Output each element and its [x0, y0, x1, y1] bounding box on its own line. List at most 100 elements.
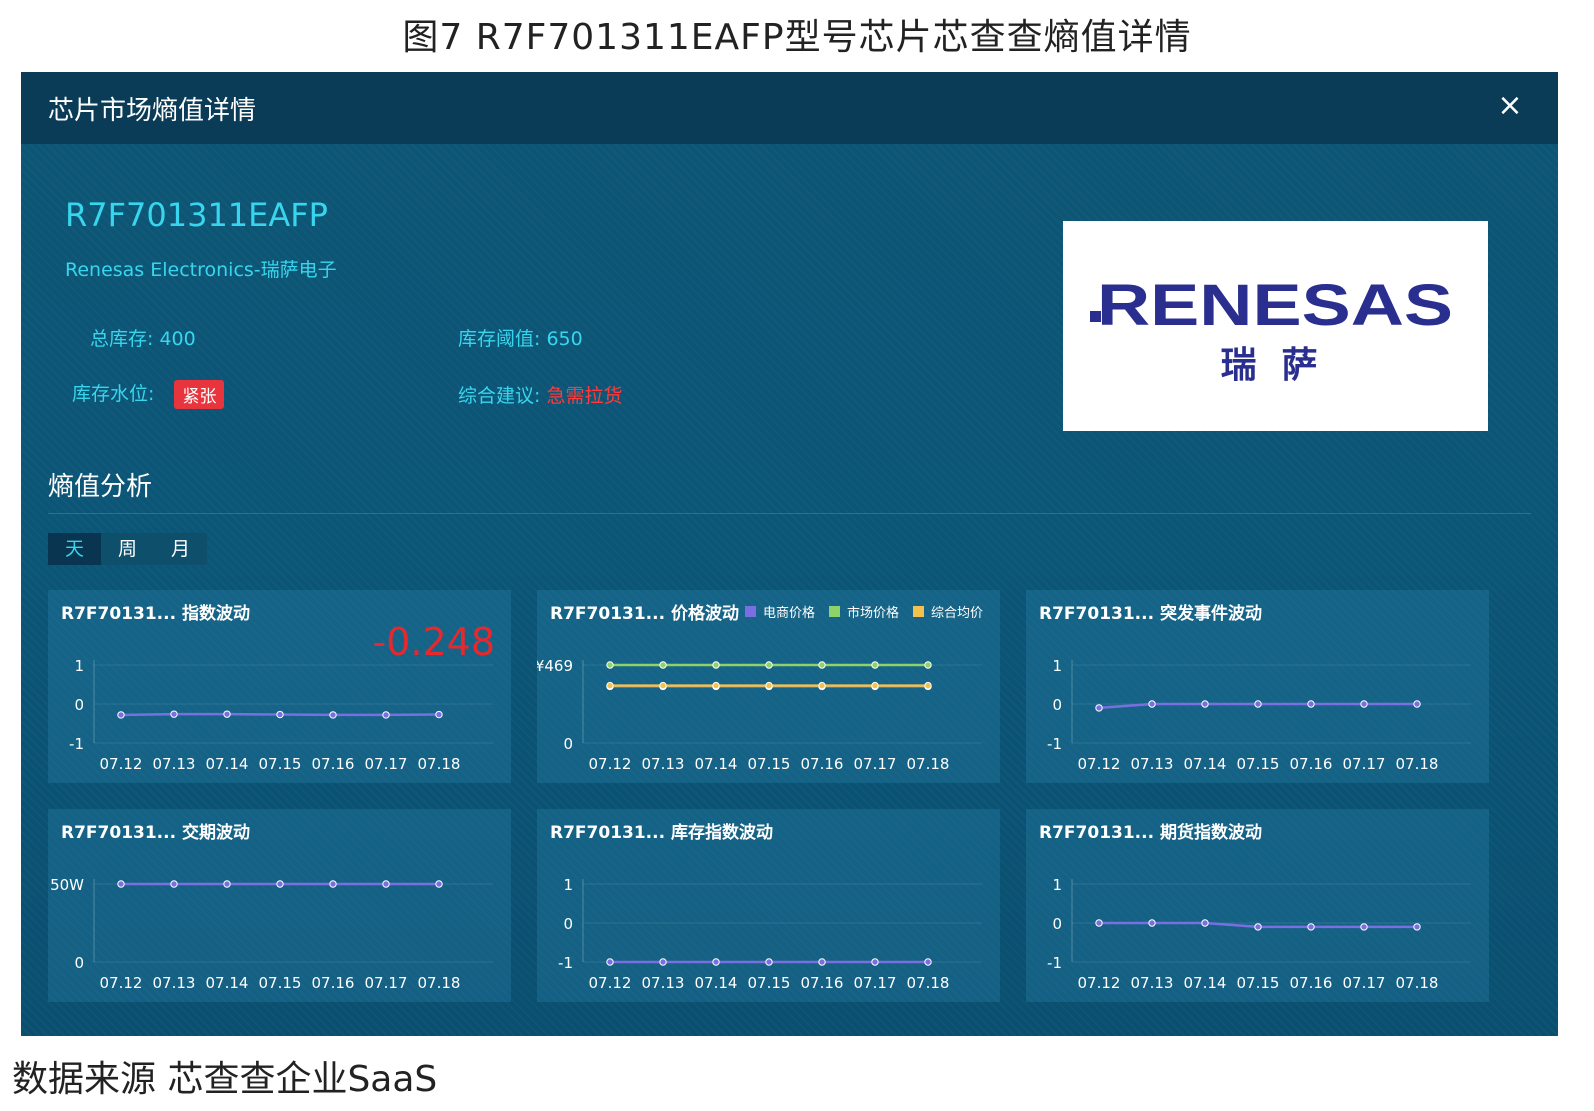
x-tick-label: 07.13	[153, 755, 196, 773]
period-tabs: 天 周 月	[48, 533, 207, 565]
y-tick-label: 0	[563, 735, 573, 753]
section-divider	[48, 513, 1531, 514]
chart-title: R7F70131... 突发事件波动	[1039, 604, 1262, 624]
x-tick-label: 07.18	[418, 974, 461, 992]
x-tick-label: 07.14	[206, 974, 249, 992]
data-point	[606, 661, 614, 669]
y-tick-label: 0	[563, 915, 573, 933]
x-tick-label: 07.18	[907, 974, 950, 992]
y-tick-label: 0	[74, 696, 84, 714]
x-tick-label: 07.18	[418, 755, 461, 773]
manufacturer-logo: RENESAS 瑞 萨	[1063, 221, 1488, 431]
y-tick-label: -1	[1047, 735, 1062, 753]
y-tick-label: 1	[1052, 657, 1062, 675]
part-number: R7F701311EAFP	[65, 196, 328, 234]
data-point	[1201, 919, 1209, 927]
data-point	[871, 661, 879, 669]
x-tick-label: 07.17	[854, 974, 897, 992]
x-tick-label: 07.14	[695, 974, 738, 992]
data-point	[170, 880, 178, 888]
x-tick-label: 07.12	[100, 755, 143, 773]
x-tick-label: 07.17	[854, 755, 897, 773]
data-point	[382, 880, 390, 888]
stock-level-label: 库存水位:	[72, 383, 155, 405]
data-point	[606, 958, 614, 966]
data-point	[1413, 700, 1421, 708]
data-point	[117, 880, 125, 888]
data-point	[924, 661, 932, 669]
legend-label: 市场价格	[847, 606, 900, 621]
x-tick-label: 07.17	[1343, 974, 1386, 992]
data-point	[1413, 923, 1421, 931]
tab-month[interactable]: 月	[154, 533, 207, 565]
data-point	[435, 710, 443, 719]
data-point	[1360, 700, 1368, 708]
section-title: 熵值分析	[48, 472, 153, 502]
data-point	[818, 681, 826, 690]
x-tick-label: 07.15	[1237, 755, 1280, 773]
data-point	[276, 710, 284, 719]
source-note: 数据来源 芯查查企业SaaS	[12, 1059, 438, 1100]
data-point	[659, 661, 667, 669]
y-tick-label: 1	[563, 876, 573, 894]
chart-title: R7F70131... 价格波动	[550, 604, 739, 624]
x-tick-label: 07.15	[259, 974, 302, 992]
data-point	[765, 661, 773, 669]
y-tick-label: -1	[69, 735, 84, 753]
data-point	[1254, 923, 1262, 931]
data-point	[1307, 700, 1315, 708]
y-tick-label: ¥469	[537, 657, 573, 675]
x-tick-label: 07.12	[589, 974, 632, 992]
data-point	[924, 958, 932, 966]
data-point	[329, 711, 337, 719]
y-tick-label: 1	[74, 657, 84, 675]
tab-day[interactable]: 天	[48, 533, 101, 565]
legend-swatch	[745, 606, 756, 617]
dialog-header: 芯片市场熵值详情 ×	[21, 72, 1558, 144]
data-point	[659, 958, 667, 966]
data-point	[765, 958, 773, 966]
data-point	[871, 958, 879, 966]
y-tick-label: -1	[1047, 954, 1062, 972]
x-tick-label: 07.17	[365, 974, 408, 992]
chart-title: R7F70131... 期货指数波动	[1039, 823, 1262, 843]
x-tick-label: 07.14	[206, 755, 249, 773]
x-tick-label: 07.16	[1290, 974, 1333, 992]
data-point	[712, 661, 720, 669]
x-tick-label: 07.15	[1237, 974, 1280, 992]
logo-chinese: 瑞 萨	[1220, 345, 1317, 386]
x-tick-label: 07.16	[1290, 755, 1333, 773]
x-tick-label: 07.13	[642, 755, 685, 773]
x-tick-label: 07.14	[1184, 974, 1227, 992]
legend-swatch	[913, 606, 925, 617]
data-point	[223, 710, 231, 718]
data-point	[1095, 919, 1103, 927]
data-point	[659, 681, 667, 690]
figure-title: 图7 R7F701311EAFP型号芯片芯查查熵值详情	[402, 17, 1192, 58]
x-tick-label: 07.12	[100, 974, 143, 992]
data-point	[606, 681, 614, 690]
total-stock: 总库存: 400	[90, 324, 196, 351]
index-value: -0.248	[372, 620, 496, 664]
x-tick-label: 07.13	[1131, 974, 1174, 992]
x-tick-label: 07.15	[748, 755, 791, 773]
tab-week[interactable]: 周	[101, 533, 154, 565]
x-tick-label: 07.18	[1396, 974, 1439, 992]
close-icon[interactable]: ×	[1497, 88, 1523, 123]
x-tick-label: 07.18	[907, 755, 950, 773]
x-tick-label: 07.12	[589, 755, 632, 773]
x-tick-label: 07.13	[153, 974, 196, 992]
x-tick-label: 07.14	[1184, 755, 1227, 773]
advice-label: 综合建议:	[458, 385, 541, 407]
data-point	[1254, 700, 1262, 708]
overall-advice: 综合建议: 急需拉货	[458, 381, 622, 408]
data-point	[223, 880, 231, 888]
x-tick-label: 07.16	[801, 755, 844, 773]
y-tick-label: 1	[1052, 876, 1062, 894]
